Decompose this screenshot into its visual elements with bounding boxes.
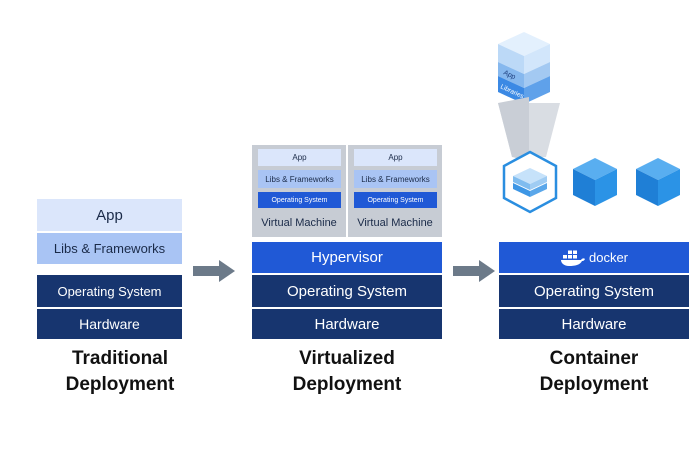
vm2-app-layer: App: [354, 149, 437, 166]
virtualized-caption-line1: Virtualized: [299, 348, 395, 369]
container-cube-icon: [573, 158, 617, 206]
arrow-right-icon: [453, 260, 495, 282]
virtualized-os-layer: Operating System: [252, 275, 442, 307]
container-outlined-cube-icon: [502, 150, 558, 214]
traditional-app-layer: App: [37, 199, 182, 231]
vm1-label: Virtual Machine: [261, 217, 337, 229]
vm1-libs-layer: Libs & Frameworks: [258, 170, 341, 188]
container-image-stack-icon: App Libraries: [498, 32, 550, 104]
traditional-libs-layer: Libs & Frameworks: [37, 233, 182, 264]
container-caption-line2: Deployment: [539, 374, 649, 395]
traditional-hardware-layer: Hardware: [37, 309, 182, 339]
container-caption: Container Deployment: [499, 346, 689, 398]
docker-layer: docker: [499, 242, 689, 273]
container-cube-icon: [636, 158, 680, 206]
vm1-os-layer: Operating System: [258, 192, 341, 208]
container-os-layer: Operating System: [499, 275, 689, 307]
vm2-os-layer: Operating System: [354, 192, 437, 208]
vm2-label: Virtual Machine: [357, 217, 433, 229]
traditional-os-layer: Operating System: [37, 275, 182, 307]
stack-app-label: App: [502, 69, 516, 81]
virtualized-caption: Virtualized Deployment: [252, 346, 442, 398]
projection-beam: [498, 97, 560, 161]
docker-label: docker: [588, 250, 629, 265]
traditional-caption-line1: Traditional: [71, 348, 169, 369]
traditional-caption: Traditional Deployment: [37, 346, 203, 398]
docker-whale-icon: [560, 250, 585, 266]
arrow-right-icon: [193, 260, 235, 282]
virtualized-hardware-layer: Hardware: [252, 309, 442, 339]
traditional-caption-line2: Deployment: [65, 374, 175, 395]
container-hardware-layer: Hardware: [499, 309, 689, 339]
hypervisor-layer: Hypervisor: [252, 242, 442, 273]
virtualized-caption-line2: Deployment: [292, 374, 402, 395]
vm1-app-layer: App: [258, 149, 341, 166]
vm2-libs-layer: Libs & Frameworks: [354, 170, 437, 188]
container-caption-line1: Container: [549, 348, 639, 369]
